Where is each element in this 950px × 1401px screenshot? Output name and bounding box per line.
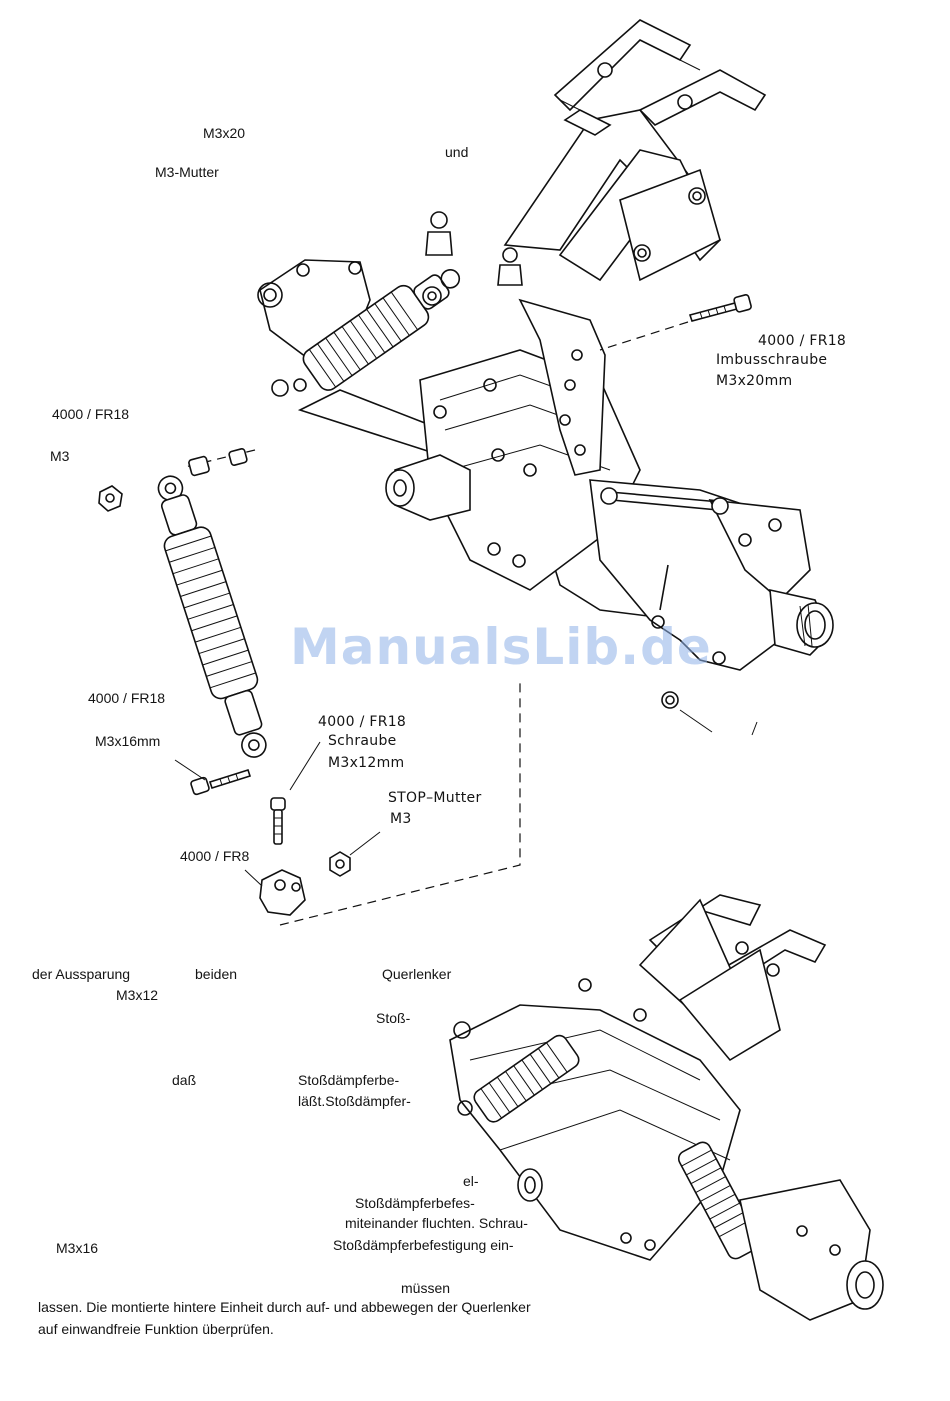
label-stop-mutter: STOP–Mutter [388,790,482,806]
label-left-code: 4000 / FR18 [52,406,130,422]
lower-assembly-illustration [449,894,884,1321]
text-fluchten: miteinander fluchten. Schrau- [345,1215,528,1231]
label-m3x16mm-code: 4000 / FR18 [88,690,166,706]
upper-assembly-illustration [98,19,834,736]
text-m3x16: M3x16 [56,1240,99,1256]
text-befestigung: Stoßdämpferbefestigung ein- [333,1237,514,1253]
label-imbus-size: M3x20mm [716,373,793,389]
text-final-line-2: auf einwandfreie Funktion überprüfen. [38,1321,274,1337]
label-m3x16mm: M3x16mm [95,733,161,749]
label-left-m3: M3 [50,448,70,464]
text-dass: daß [172,1072,197,1088]
text-beiden: beiden [195,966,238,982]
text-final-line-1: lassen. Die montierte hintere Einheit du… [38,1299,531,1315]
text-querlenker: Querlenker [382,966,452,982]
text-el: el- [463,1173,479,1189]
text-aussparung: der Aussparung [32,966,131,982]
label-fr8-code: 4000 / FR8 [180,848,250,864]
label-imbus-code: 4000 / FR18 [758,333,847,349]
text-muessen: müssen [401,1280,451,1296]
label-stop-size: M3 [390,811,412,827]
watermark: ManualsLib.de [290,618,712,676]
text-stoss: Stoß- [376,1010,411,1026]
label-imbus-name: Imbusschraube [716,352,828,368]
label-schraube-name: Schraube [328,733,397,749]
text-befes: Stoßdämpferbefes- [355,1195,475,1211]
label-schraube-size: M3x12mm [328,755,405,771]
label-m3-mutter: M3-Mutter [155,164,219,180]
text-laesst: läßt.Stoßdämpfer- [298,1093,411,1109]
text-stossdaempferbe: Stoßdämpferbe- [298,1072,400,1088]
label-schraube-code: 4000 / FR18 [318,714,407,730]
label-m3x20: M3x20 [203,125,246,141]
loose-shock-illustration [157,475,521,926]
text-m3x12: M3x12 [116,987,159,1003]
label-und: und [445,144,469,160]
